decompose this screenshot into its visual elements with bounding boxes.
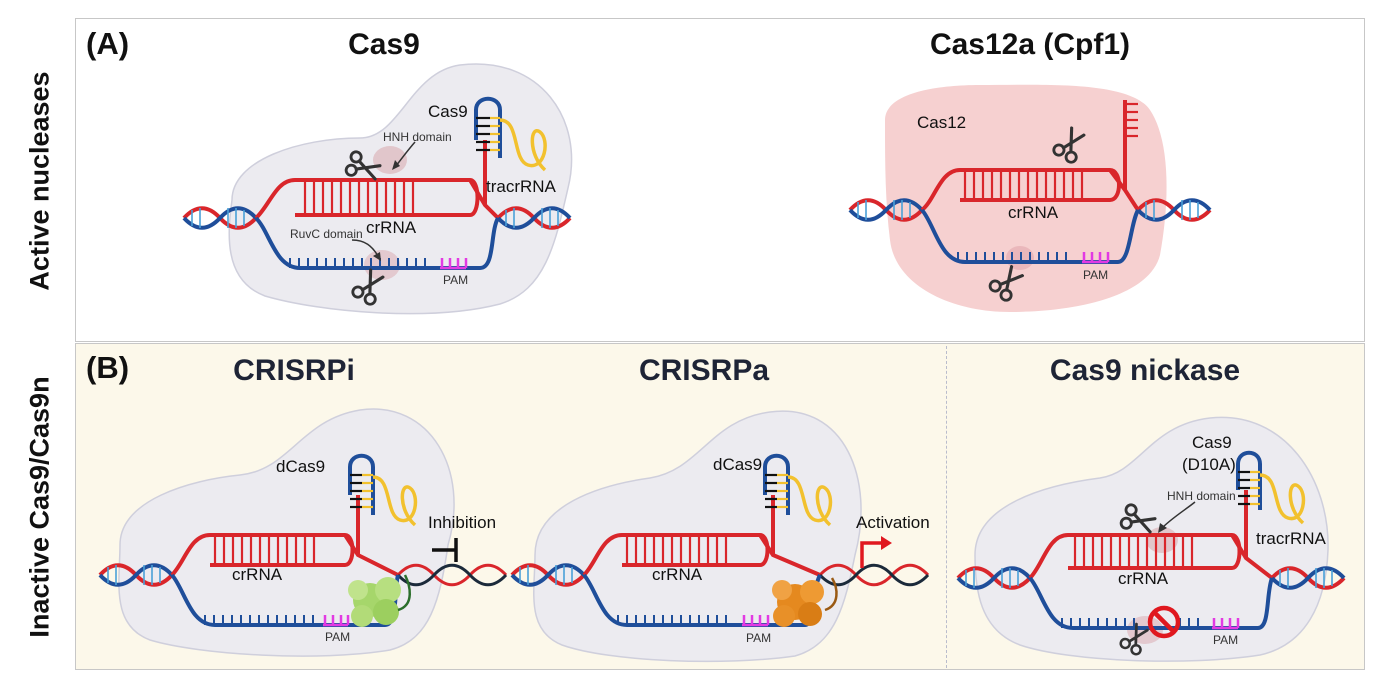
activation-label: Activation [856,513,930,532]
inhibition-symbol [432,538,458,562]
cas9-pam-label: PAM [443,273,468,287]
cas9-hnh-blob [373,146,407,174]
inhibition-label: Inhibition [428,513,496,532]
cas12-crrna-label: crRNA [1008,203,1059,222]
nickase-crrna-label: crRNA [1118,569,1169,588]
title-cas12a: Cas12a (Cpf1) [929,28,1131,61]
crispri-crrna-label: crRNA [232,565,283,584]
crispra-crrna-label: crRNA [652,565,703,584]
crispri-diagram: dCas9 crRNA PAM Inhibition [98,408,508,657]
activation-arrow-icon [860,541,883,568]
title-cas9-nickase: Cas9 nickase [1049,354,1241,387]
cas9-diagram: Cas9 HNH domain tracrRNA crRNA RuvC doma… [182,63,573,315]
crispri-protein-label: dCas9 [276,457,325,476]
title-cas9: Cas9 [348,28,420,61]
cas12a-diagram: Cas12 crRNA PAM [848,84,1212,312]
cas9-hnh-label: HNH domain [383,130,452,144]
panel-a-label: (A) [86,26,130,61]
crispri-repressor-blob [348,577,401,627]
cas12-protein-label: Cas12 [917,113,966,132]
cas9-tracrrna-label: tracrRNA [486,177,557,196]
nickase-hnh-label: HNH domain [1167,489,1236,503]
nickase-tracrrna-label: tracrRNA [1256,529,1327,548]
title-crispri: CRISRPi [233,354,355,387]
no-cut-icon [1147,605,1181,639]
crispra-pam-label: PAM [746,631,771,645]
nickase-protein-label-1: Cas9 [1192,433,1232,452]
crispra-protein-label: dCas9 [713,455,762,474]
crispri-pam-label: PAM [325,630,350,644]
panel-b-divider [946,346,947,668]
cas9-ruvc-blob [364,250,400,280]
cas9-crrna-label: crRNA [366,218,417,237]
nickase-protein-label-2: (D10A) [1182,455,1236,474]
cas9-protein-label: Cas9 [428,102,468,121]
crispra-activator-blob [772,580,824,627]
panel-b-label: (B) [86,350,130,385]
cas9-ruvc-label: RuvC domain [290,227,363,241]
title-crispra: CRISRPa [638,354,770,387]
crispra-diagram: dCas9 crRNA PAM Activation [510,410,930,663]
cas12-pam-label: PAM [1083,268,1108,282]
nickase-pam-label: PAM [1213,633,1238,647]
nickase-diagram: Cas9 (D10A) HNH domain tracrRNA crRNA PA… [956,416,1346,662]
